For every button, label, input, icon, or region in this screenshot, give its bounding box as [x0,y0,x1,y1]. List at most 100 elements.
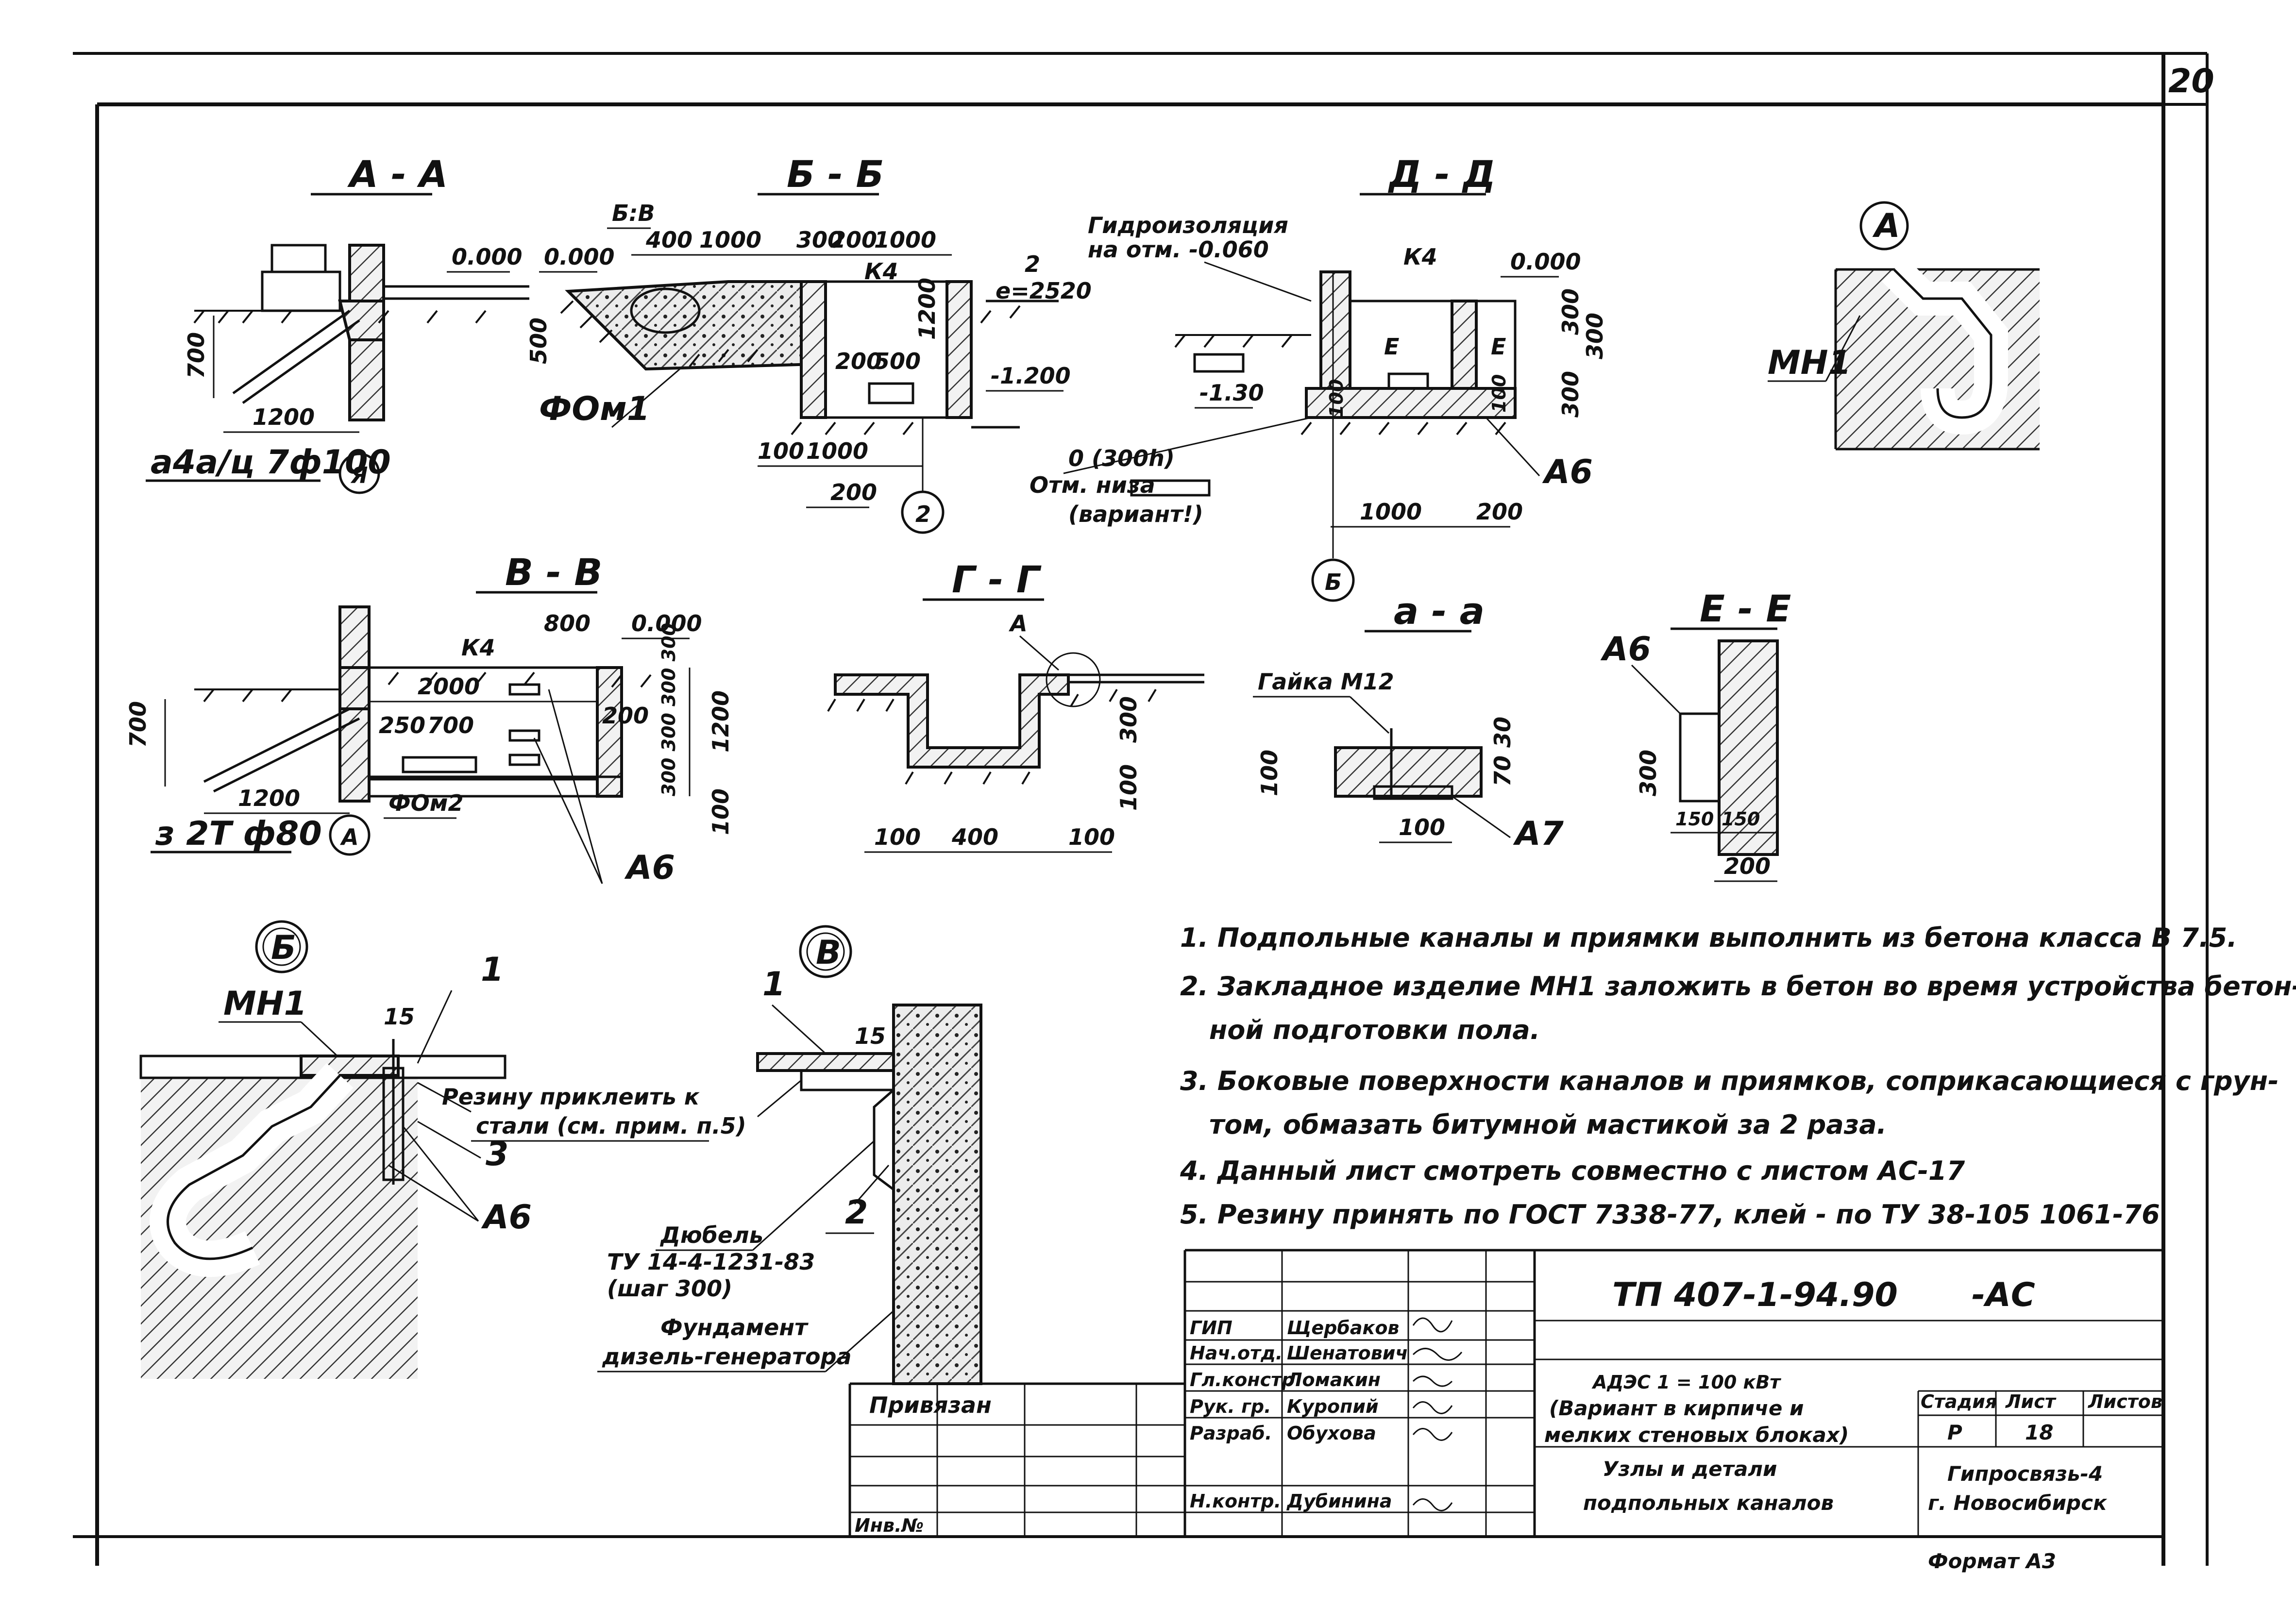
gg-dim-100b: 100 [874,824,921,850]
detail-v-n1: 1 [762,965,785,1004]
bb-dim-200b: 200 [830,479,877,505]
dd-dim-1000: 1000 [1360,499,1422,525]
bb-mark: Б:В [612,200,655,226]
aa-dim-500: 500 [525,318,552,364]
note-2b: ной подготовки пола. [1209,1015,1540,1045]
note-5: 5. Резину принять по ГОСТ 7338-77, клей … [1180,1199,2160,1230]
detail-a-mark: А [1872,207,1900,245]
section-aa-title: А - А [347,152,448,196]
tb-name-3: Куропий [1287,1396,1379,1417]
detail-b-dim: 15 [384,1004,415,1030]
tb-project-2: (Вариант в кирпиче и [1549,1396,1804,1420]
detail-b: Б МН1 1 15 Резину приклеить к стали (см.… [139,920,746,1379]
vv-dim-700a: 700 [427,712,474,738]
dd-note-1: 0 (300h) [1068,445,1175,471]
vv-dim-800: 800 [544,610,591,636]
tb-stage-h: Стадия [1921,1391,1997,1412]
tb-name-2: Ломакин [1286,1369,1381,1390]
detail-b-a6: А6 [481,1198,532,1237]
bb-dim-100: 100 [758,438,804,464]
dd-dim-300a: 300 [1557,288,1584,335]
tb-sheet-title-2: подпольных каналов [1583,1491,1834,1515]
detail-v-n2: 2 [845,1193,868,1232]
section-aa: А - А 0.000 700 1200 500 а4а/ц 7ф100 Я [146,152,552,494]
bb-axis: 2 [915,501,931,527]
detail-b-glue2: стали (см. прим. п.5) [476,1113,746,1139]
vv-fom2: ФОм2 [388,790,463,816]
vv-axis: А [340,824,359,850]
dd-hydro-1: Гидроизоляция [1088,212,1288,238]
detail-v-found2: дизель-генератора [602,1343,852,1370]
note-3b: том, обмазать битумной мастикой за 2 раз… [1209,1109,1887,1140]
dd-dim-200: 200 [1476,499,1523,525]
section-bb: Б - Б Б:В 0.000 400 1000 300 200 1000 К4… [539,152,1092,534]
bb-level-minus: -1.200 [991,363,1071,389]
ee-dim-300: 300 [1635,750,1661,796]
small-aa-nut: Гайка М12 [1258,669,1394,695]
gg-dim-100c: 100 [1068,824,1115,850]
tb-role-1: Нач.отд. [1190,1342,1283,1364]
vv-dim-1200b: 1200 [708,690,734,753]
section-dd-title: Д - Д [1388,152,1496,196]
aa-dim-700: 700 [183,332,209,379]
section-ee: Е - Е А6 300 150 150 200 [1600,587,1791,882]
bb-dim-1000c: 1000 [806,438,868,464]
ee-dim-150b: 150 [1722,808,1760,830]
dd-k4: К4 [1403,244,1437,270]
note-4: 4. Данный лист смотреть совместно с лист… [1180,1156,1965,1186]
vv-level: 0.000 [631,610,702,636]
dd-note-2: Отм. низа [1030,472,1155,498]
dd-dim-100a: 100 [1326,379,1347,418]
tb-project-3: мелких стеновых блоках) [1544,1423,1849,1447]
gg-mark: А [1009,610,1028,636]
aa-pipe-label: а4а/ц 7ф100 [151,443,391,482]
section-gg: Г - Г А 300 100 100 400 100 [827,558,1204,853]
detail-v-dowel2: ТУ 14-4-1231-83 [607,1249,815,1275]
dd-hydro-2: на отм. -0.060 [1088,236,1269,263]
ee-a6: А6 [1600,630,1651,669]
vv-dim-200: 200 [602,703,649,729]
dd-e-mark-2: Е [1491,334,1506,360]
detail-v: В 1 15 2 Дюбель ТУ 14-4-1231-83 (шаг 300… [597,925,982,1385]
ee-dim-200: 200 [1724,853,1771,879]
detail-v-dim: 15 [855,1023,886,1049]
small-aa-a7: А7 [1513,815,1564,853]
bb-level-2: 2 [1025,251,1040,277]
vv-dim-2000: 2000 [418,673,480,700]
dd-axis: Б [1325,569,1342,595]
detail-b-mn: МН1 [223,985,307,1023]
tb-bound: Привязан [869,1392,992,1418]
small-aa-dim-100b: 100 [1399,814,1445,840]
vv-dim-1200: 1200 [238,785,300,811]
dd-e-mark: Е [1384,334,1399,360]
tb-sheets-h: Листов [2088,1391,2162,1412]
detail-v-found1: Фундамент [660,1314,809,1340]
detail-v-dowel1: Дюбель [659,1222,763,1248]
section-small-aa-title: а - а [1394,589,1485,633]
small-aa-dim-70: 70 [1489,755,1516,787]
detail-v-mark: В [816,934,841,972]
vv-pipe: з 2Т ф80 [155,815,322,853]
dd-note-3: (вариант!) [1068,501,1203,527]
tb-project-1: АДЭС 1 = 100 кВт [1591,1372,1781,1393]
dd-level: 0.000 [1510,249,1581,275]
dd-dim-300b: 300 [1582,313,1608,359]
tb-org-2: г. Новосибирск [1928,1491,2108,1515]
vv-a6: А6 [624,849,675,887]
gg-dim-100a: 100 [1115,764,1142,811]
detail-a-label: МН1 [1768,344,1851,382]
aa-axis-mark: Я [350,462,368,488]
section-small-aa: а - а Гайка М12 100 70 30 100 А7 [1253,589,1564,853]
section-vv-title: В - В [505,551,602,594]
bb-e: е=2520 [996,278,1092,304]
tb-inv: Инв.№ [855,1515,924,1536]
section-ee-title: Е - Е [1700,587,1791,630]
tb-role-3: Рук. гр. [1190,1396,1271,1417]
tb-stage: Р [1947,1421,1962,1444]
gg-dim-400: 400 [951,824,998,850]
tb-suffix: -АС [1972,1276,2035,1314]
ee-dim-150a: 150 [1675,808,1714,830]
bb-level-left: 0.000 [544,244,615,270]
tb-role-4: Разраб. [1190,1423,1272,1444]
